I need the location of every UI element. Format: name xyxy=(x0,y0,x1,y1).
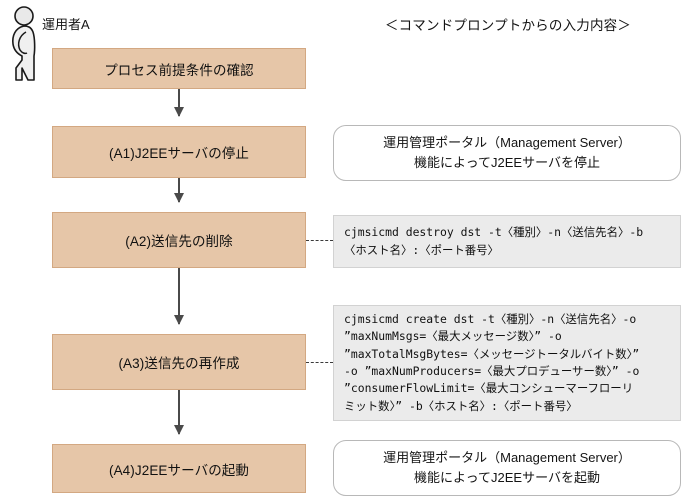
process-box-a2[interactable]: (A2)送信先の削除 xyxy=(52,212,306,268)
note-box-a4: 運用管理ポータル（Management Server） 機能によってJ2EEサー… xyxy=(333,440,681,496)
connector-a2-to-command xyxy=(306,240,333,241)
flow-arrow-a3-to-a4 xyxy=(174,390,184,435)
process-box-precondition[interactable]: プロセス前提条件の確認 xyxy=(52,48,306,89)
connector-a3-to-command xyxy=(306,362,333,363)
flow-arrow-a2-to-a3 xyxy=(174,268,184,325)
flow-arrow-a1-to-a2 xyxy=(174,178,184,203)
command-box-a2: cjmsicmd destroy dst -t〈種別〉-n〈送信先名〉-b 〈ホ… xyxy=(333,215,681,268)
note-line-2: 機能によってJ2EEサーバを起動 xyxy=(414,470,600,485)
note-box-a1: 運用管理ポータル（Management Server） 機能によってJ2EEサー… xyxy=(333,125,681,181)
person-standing-icon xyxy=(12,6,36,81)
process-box-a1[interactable]: (A1)J2EEサーバの停止 xyxy=(52,126,306,178)
process-box-label: プロセス前提条件の確認 xyxy=(104,62,254,78)
process-box-a3[interactable]: (A3)送信先の再作成 xyxy=(52,334,306,390)
command-box-a3: cjmsicmd create dst -t〈種別〉-n〈送信先名〉-o ”ma… xyxy=(333,305,681,421)
process-box-label: (A2)送信先の削除 xyxy=(125,234,233,249)
actor-label: 運用者A xyxy=(42,17,90,32)
note-line-1: 運用管理ポータル（Management Server） xyxy=(383,134,631,150)
note-line-1: 運用管理ポータル（Management Server） xyxy=(383,449,631,465)
process-box-label: (A1)J2EEサーバの停止 xyxy=(108,146,250,161)
flow-arrow-precondition-to-a1 xyxy=(174,89,184,117)
command-column-header: ＜コマンドプロンプトからの入力内容＞ xyxy=(384,18,632,33)
process-box-a4[interactable]: (A4)J2EEサーバの起動 xyxy=(52,444,306,493)
process-box-label: (A4)J2EEサーバの起動 xyxy=(108,462,250,478)
process-box-label: (A3)送信先の再作成 xyxy=(118,356,240,371)
note-line-2: 機能によってJ2EEサーバを停止 xyxy=(414,155,600,170)
